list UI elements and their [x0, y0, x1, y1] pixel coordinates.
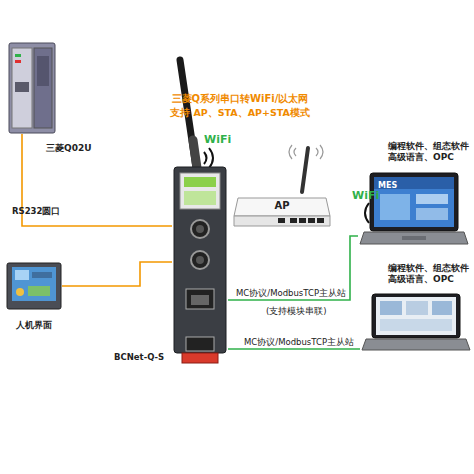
- wifi-wave: [316, 148, 318, 156]
- hmi-illustration: [6, 262, 62, 310]
- mode-note: 支持 AP、STA、AP+STA模式: [140, 108, 340, 118]
- node-heading: 人机界面: [16, 320, 76, 331]
- ethernet-cable: [228, 236, 358, 300]
- connector-label: MC协议/ModbusTCP主从站: [236, 288, 346, 298]
- wifi-wave: [320, 145, 323, 159]
- access-point: AP: [232, 186, 332, 230]
- device-illustration: [172, 165, 228, 357]
- serial-cable: [62, 262, 172, 286]
- node-heading: 三菱Q02U: [46, 143, 116, 154]
- wifi-wave: [365, 203, 369, 223]
- wifi-label: WiFi: [204, 134, 231, 146]
- plc-module: 三菱Q02U: [8, 42, 56, 134]
- node-heading: BCNet-Q-S: [114, 352, 176, 363]
- laptop-illustration: [358, 172, 470, 246]
- antenna-base: [193, 140, 197, 168]
- laptop2-illustration: [360, 293, 472, 351]
- wifi-wave: [289, 145, 292, 159]
- connector-label: RS232圆口: [12, 206, 60, 216]
- cascade-note: (支持模块串联): [266, 306, 327, 316]
- diagram-title: 三菱Q系列串口转WiFi/以太网: [140, 92, 340, 106]
- gateway-device: BCNet-Q-S: [172, 165, 228, 357]
- wifi-label: WiFi: [352, 190, 379, 202]
- connector-label: MC协议/ModbusTCP主从站: [244, 337, 354, 347]
- node-heading: AP: [268, 200, 296, 211]
- node-heading: 编程软件、组态软件 高级语言、OPC: [388, 141, 474, 163]
- wifi-wave: [204, 152, 207, 164]
- laptop-computer: 编程软件、组态软件 高级语言、OPC: [360, 293, 472, 351]
- plc-illustration: [8, 42, 56, 134]
- node-heading: 编程软件、组态软件 高级语言、OPC: [388, 263, 474, 285]
- hmi-panel: 人机界面: [6, 262, 62, 310]
- wifi-wave: [209, 148, 213, 168]
- ethernet-cable: [228, 348, 360, 350]
- wifi-wave: [294, 148, 296, 156]
- laptop-computer: 编程软件、组态软件 高级语言、OPC: [358, 172, 470, 246]
- screen-text: MES: [378, 181, 397, 191]
